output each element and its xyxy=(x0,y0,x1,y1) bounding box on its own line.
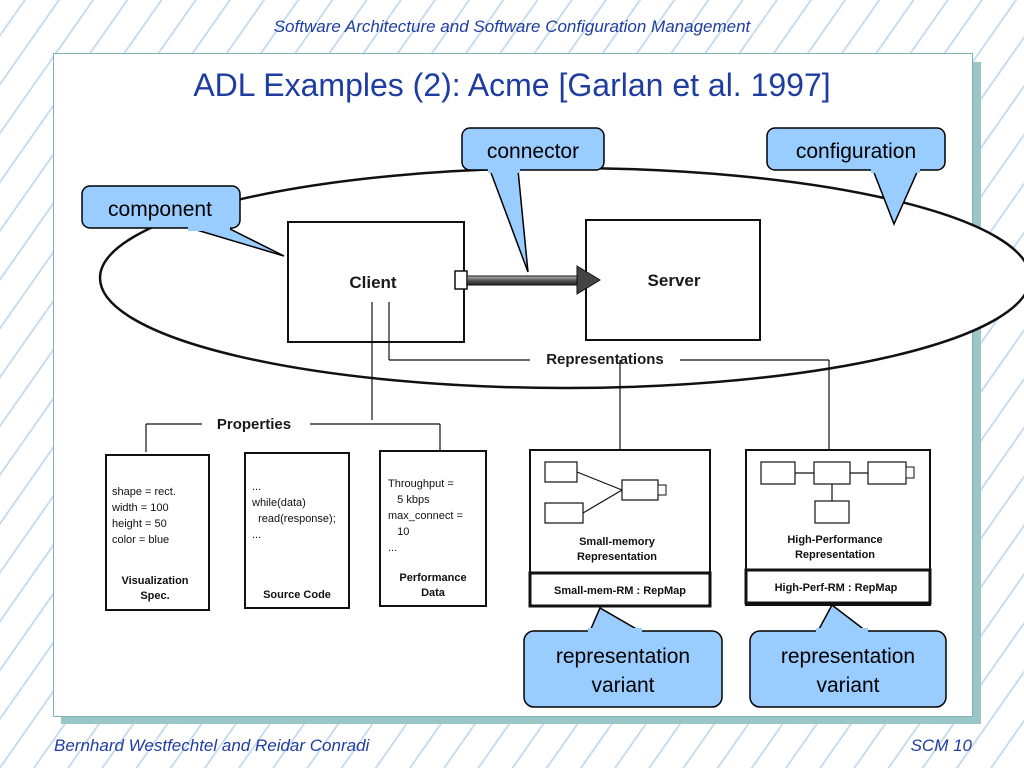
representations-label: Representations xyxy=(546,351,664,368)
representations-links xyxy=(371,302,830,450)
callout-component: component xyxy=(81,185,285,257)
src-line-4: ... xyxy=(252,529,261,541)
small-memory-representation: Small-memory Representation Small-mem-RM… xyxy=(528,449,712,608)
src-line-2: while(data) xyxy=(251,497,306,509)
vis-line-3: height = 50 xyxy=(112,518,167,530)
vis-caption-1: Visualization xyxy=(121,575,188,587)
small-mem-caption-2: Representation xyxy=(577,551,657,563)
properties-bracket xyxy=(145,423,441,452)
slide-title: ADL Examples (2): Acme [Garlan et al. 19… xyxy=(193,67,831,103)
callout-configuration-label: configuration xyxy=(796,140,916,163)
src-line-3: read(response); xyxy=(252,513,336,525)
perf-line-1: Throughput = xyxy=(388,478,454,490)
vis-caption-2: Spec. xyxy=(140,590,169,602)
perf-caption-1: Performance xyxy=(399,572,466,584)
perf-line-2: 5 kbps xyxy=(388,494,430,506)
vis-line-1: shape = rect. xyxy=(112,486,176,498)
callout-representation-variant-2: representation variant xyxy=(749,603,947,708)
visualization-spec-box: shape = rect. width = 100 height = 50 co… xyxy=(105,454,210,611)
vis-line-2: width = 100 xyxy=(111,502,169,514)
callout-configuration: configuration xyxy=(766,127,946,226)
variant1-line2: variant xyxy=(591,674,654,697)
variant2-line1: representation xyxy=(781,645,915,668)
small-mem-repmap: Small-mem-RM : RepMap xyxy=(554,585,686,597)
client-label: Client xyxy=(349,273,397,292)
high-perf-repmap: High-Perf-RM : RepMap xyxy=(775,582,898,594)
callout-connector-label: connector xyxy=(487,140,579,163)
connector-arrow xyxy=(466,265,601,295)
properties-label: Properties xyxy=(217,416,291,433)
footer-authors: Bernhard Westfechtel and Reidar Conradi xyxy=(54,736,370,755)
performance-data-box: Throughput = 5 kbps max_connect = 10 ...… xyxy=(379,450,487,607)
high-perf-caption-2: Representation xyxy=(795,549,875,561)
high-perf-caption-1: High-Performance xyxy=(787,534,882,546)
slide-header: Software Architecture and Software Confi… xyxy=(273,17,751,36)
perf-line-5: ... xyxy=(388,542,397,554)
server-component xyxy=(585,219,761,341)
footer-slide-number: SCM 10 xyxy=(910,736,972,755)
callout-representation-variant-1: representation variant xyxy=(523,606,723,708)
small-mem-caption-1: Small-memory xyxy=(579,536,656,548)
perf-caption-2: Data xyxy=(421,587,446,599)
source-code-box: ... while(data) read(response); ... Sour… xyxy=(244,452,350,609)
high-performance-representation: High-Performance Representation High-Per… xyxy=(744,449,932,606)
perf-line-3: max_connect = xyxy=(388,510,463,522)
variant2-line2: variant xyxy=(816,674,879,697)
src-caption: Source Code xyxy=(263,589,331,601)
callout-component-label: component xyxy=(108,198,212,221)
src-line-1: ... xyxy=(252,481,261,493)
perf-line-4: 10 xyxy=(388,526,409,538)
client-port xyxy=(454,270,468,290)
server-label: Server xyxy=(648,271,701,290)
vis-line-4: color = blue xyxy=(112,534,169,546)
variant1-line1: representation xyxy=(556,645,690,668)
callout-connector: connector xyxy=(461,127,605,273)
